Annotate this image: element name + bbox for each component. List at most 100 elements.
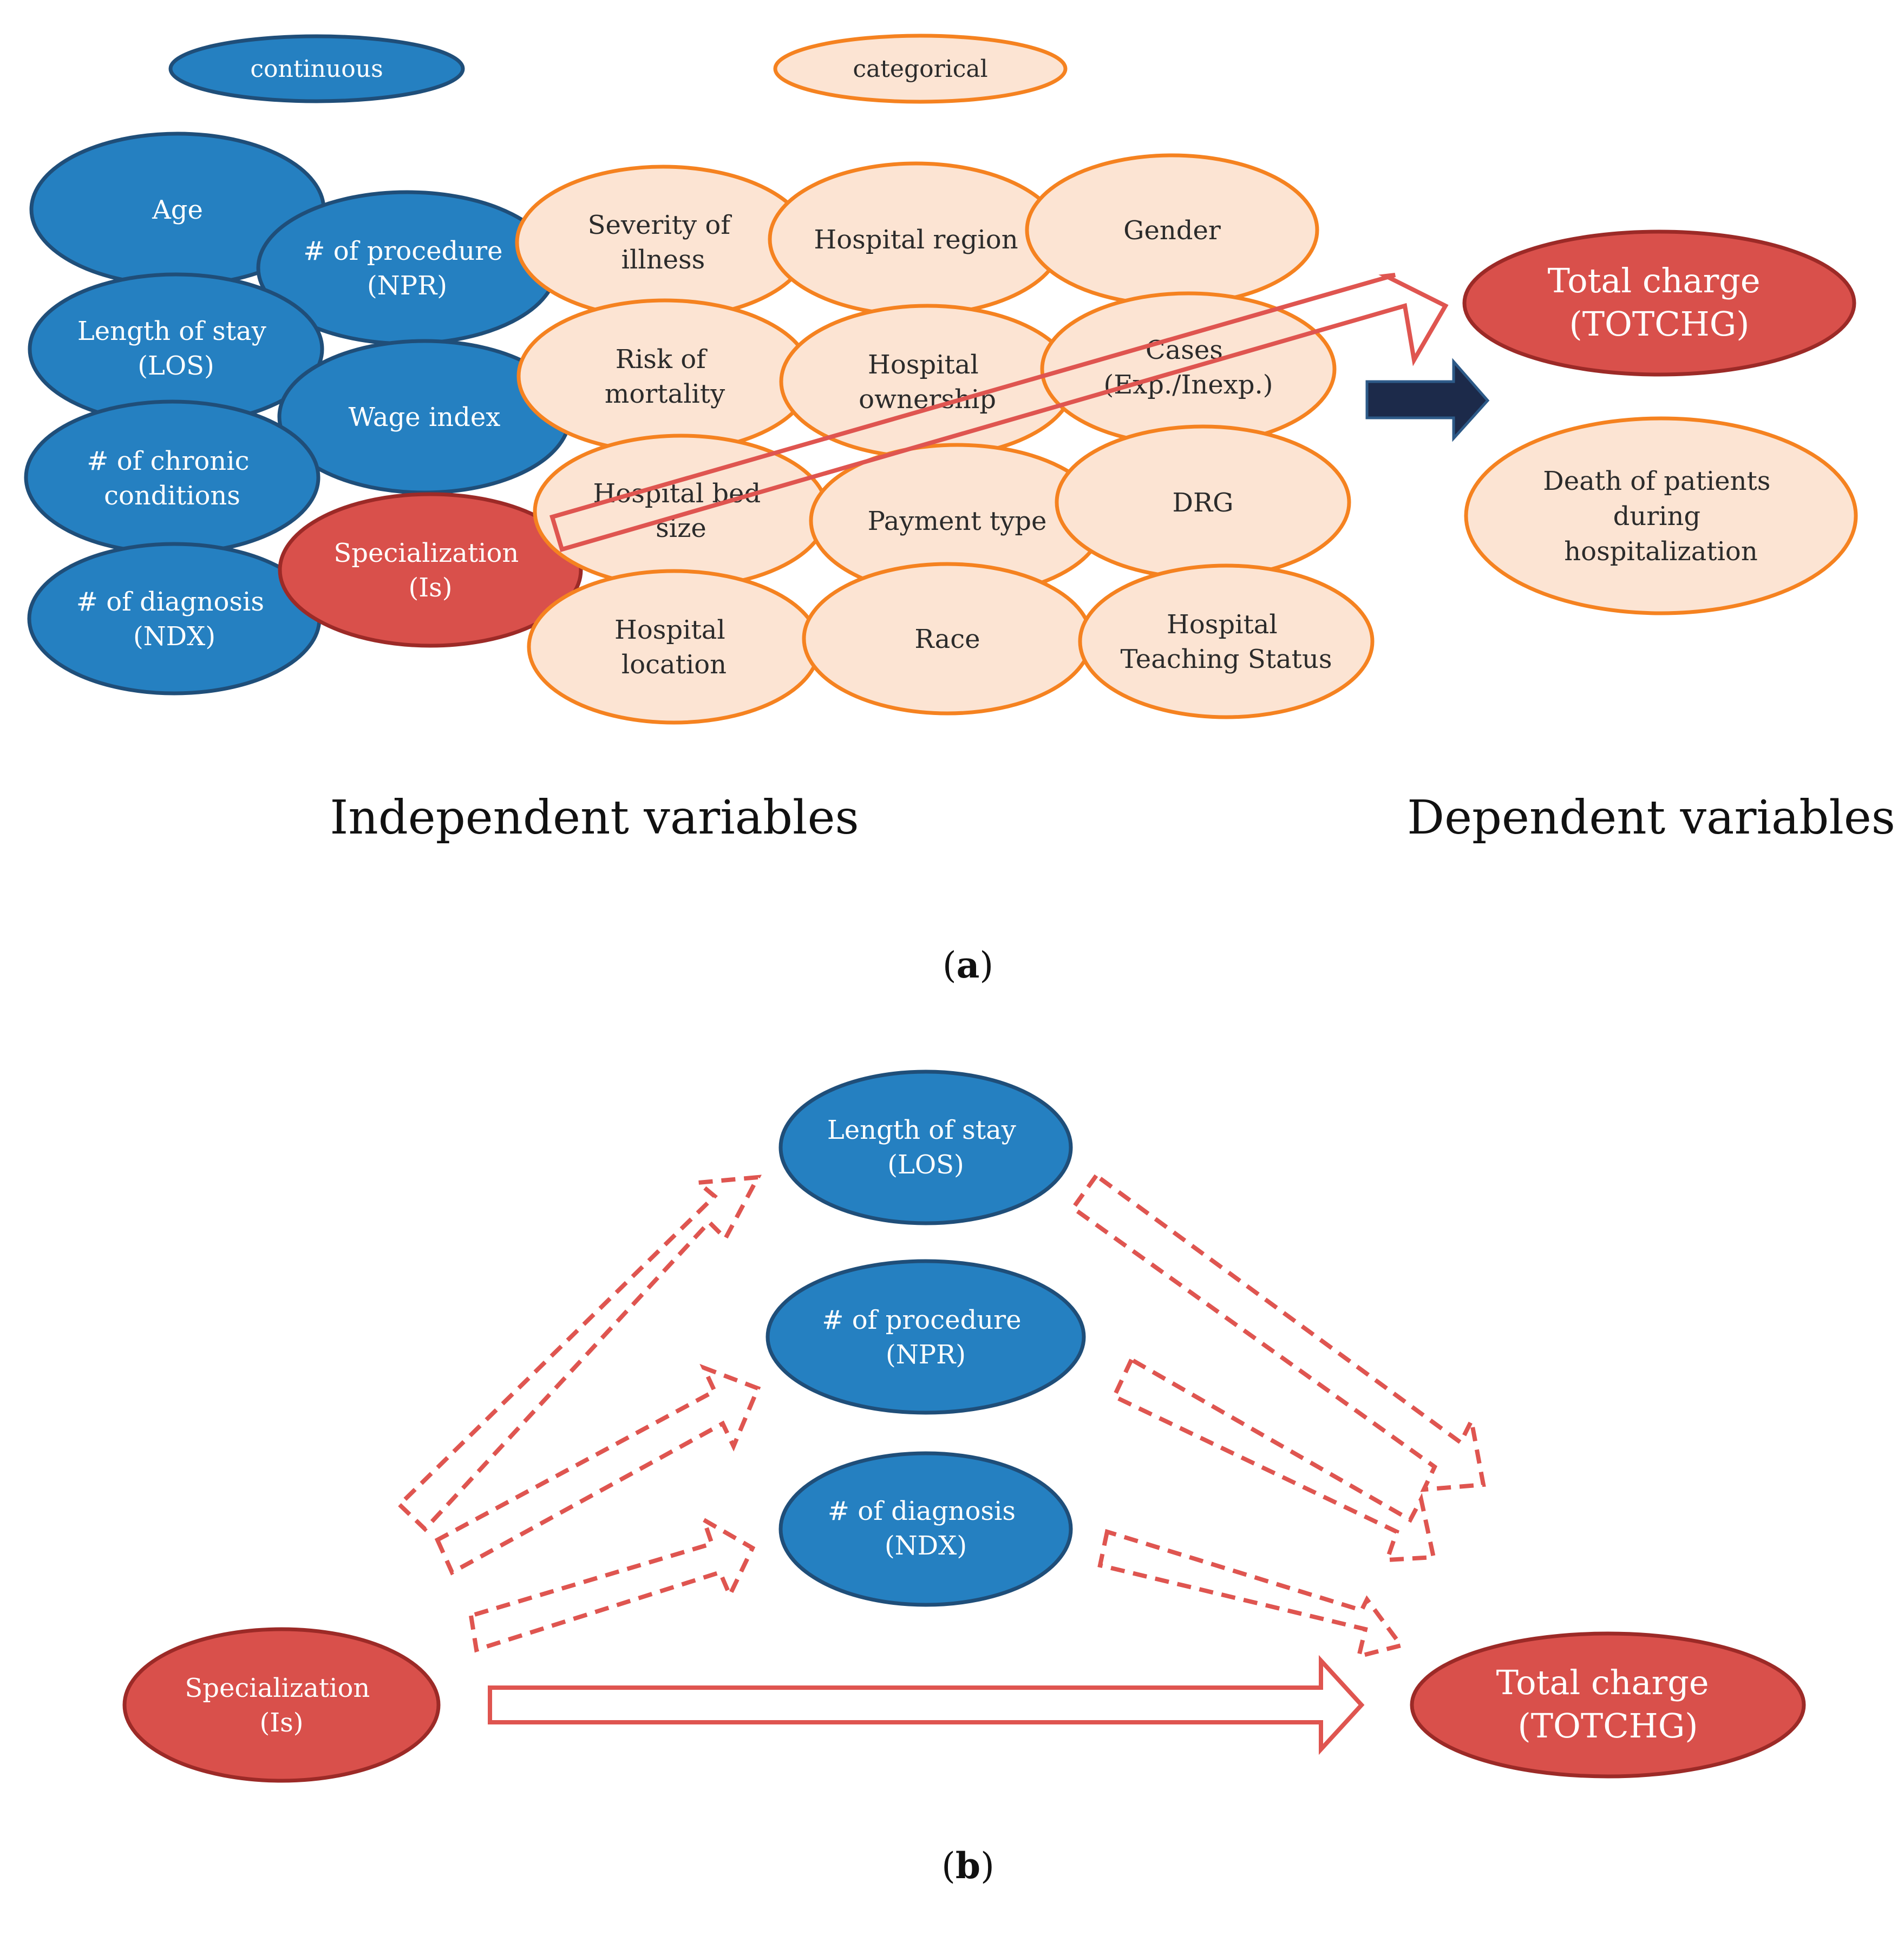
node-death-line-1: Death of patients [1543,466,1770,496]
node-wage-label: Wage index [349,402,501,432]
node-los-b-label: Length of stay (LOS) [827,1115,1024,1180]
node-severity-line-2: illness [621,245,705,275]
node-total-charge-b-line-2: (TOTCHG) [1518,1706,1698,1746]
panel-a-letter: a [957,944,980,986]
direct-effect-arrow [488,1655,1365,1755]
node-specialization-b-line-2: (Is) [259,1708,303,1738]
node-los-line-2: (LOS) [138,351,214,381]
dashed-arrow-is-to-los [396,1175,762,1532]
dashed-arrow-is-to-ndx [468,1515,756,1653]
panel-a-label: (a) [943,944,993,986]
node-teaching: Hospital Teaching Status [1078,563,1375,719]
node-risk-label: Risk of mortality [605,344,725,409]
node-chronic-line-1: # of chronic [87,446,249,476]
node-teaching-label: Hospital Teaching Status [1121,609,1332,674]
node-diagnosis-line-1: # of diagnosis [76,587,264,617]
panel-b-close: ) [980,1845,994,1887]
node-teaching-line-1: Hospital [1167,609,1278,640]
node-severity-line-1: Severity of [588,210,732,240]
node-total-charge-a-label: Total charge (TOTCHG) [1548,261,1771,344]
node-region-label: Hospital region [814,225,1018,255]
legend-continuous-label: continuous [250,55,383,83]
panel-a-close: ) [979,944,993,986]
node-ownership: Hospital ownership [779,304,1076,460]
node-location-line-1: Hospital [614,615,725,645]
node-location-label: Hospital location [614,615,734,680]
node-total-charge-b-line-1: Total charge [1496,1663,1709,1702]
node-los-line-1: Length of stay [77,316,266,346]
node-drg-label: DRG [1173,488,1234,518]
legend-categorical: categorical [773,34,1068,104]
node-npr-b-line-2: (NPR) [886,1340,966,1370]
specialization-to-total-charge-arrow [549,273,1449,552]
node-teaching-line-2: Teaching Status [1121,644,1332,674]
node-total-charge-a: Total charge (TOTCHG) [1462,229,1856,377]
node-payment-label: Payment type [868,506,1047,536]
node-los-label: Length of stay (LOS) [77,316,274,381]
node-severity: Severity of illness [515,165,812,320]
node-los-b-line-2: (LOS) [887,1150,964,1180]
node-death-line-2: during [1613,501,1701,532]
node-ownership-line-1: Hospital [868,350,979,380]
node-gender: Gender [1025,153,1319,307]
node-region: Hospital region [768,161,1064,317]
node-gender-label: Gender [1123,215,1221,246]
node-drg: DRG [1055,424,1351,580]
node-chronic-label: # of chronic conditions [87,446,257,511]
node-death-line-3: hospitalization [1564,536,1758,567]
node-diagnosis-line-2: (NDX) [133,621,215,652]
independent-variables-caption: Independent variables [330,791,859,845]
legend-continuous: continuous [168,34,465,103]
node-procedure: # of procedure (NPR) [256,190,558,346]
panel-b-letter: b [956,1845,980,1887]
node-procedure-label: # of procedure (NPR) [303,236,511,301]
node-ndx-b: # of diagnosis (NDX) [778,1451,1073,1607]
node-race-label: Race [914,624,980,654]
node-diagnosis-label: # of diagnosis (NDX) [76,587,273,652]
dashed-arrow-los-to-totchg [1070,1172,1486,1492]
node-los-b-line-1: Length of stay [827,1115,1016,1145]
node-ndx-b-label: # of diagnosis (NDX) [828,1496,1024,1561]
node-procedure-line-2: (NPR) [367,271,447,301]
dashed-arrow-is-to-npr [434,1363,761,1576]
node-death: Death of patients during hospitalization [1464,416,1858,615]
node-race: Race [802,562,1093,716]
node-risk-line-1: Risk of [616,344,708,375]
node-age-label: Age [152,195,203,225]
node-bedsize-line-2: size [656,513,706,543]
node-specialization-b-label: Specialization (Is) [185,1673,378,1738]
dependent-variables-caption: Dependent variables [1407,791,1895,845]
node-ndx-b-line-2: (NDX) [885,1531,967,1561]
node-specialization-a-line-2: (Is) [408,573,452,603]
node-death-label: Death of patients during hospitalization [1543,466,1778,567]
node-location: Hospital location [527,569,821,725]
node-risk: Risk of mortality [516,298,813,454]
node-los-b: Length of stay (LOS) [778,1070,1073,1225]
node-specialization-b-line-1: Specialization [185,1673,370,1703]
node-procedure-line-1: # of procedure [303,236,502,266]
node-total-charge-b-label: Total charge (TOTCHG) [1496,1663,1720,1746]
node-chronic: # of chronic conditions [24,399,320,555]
node-total-charge-b: Total charge (TOTCHG) [1410,1631,1806,1779]
node-npr-b-line-1: # of procedure [822,1305,1021,1335]
node-ndx-b-line-1: # of diagnosis [828,1496,1016,1526]
node-specialization-a: Specialization (Is) [278,492,583,648]
independent-to-dependent-arrow [1365,358,1490,442]
node-risk-line-2: mortality [605,379,725,409]
node-npr-b-label: # of procedure (NPR) [822,1305,1030,1370]
panel-a-open: ( [943,944,957,986]
node-specialization-a-label: Specialization (Is) [333,538,527,603]
node-los: Length of stay (LOS) [28,272,324,426]
dashed-arrow-ndx-to-totchg [1097,1529,1405,1659]
panel-b: Length of stay (LOS) # of procedure (NPR… [122,1070,1806,1887]
panel-b-open: ( [941,1845,956,1887]
panel-a: Age # of procedure (NPR) Length of stay … [24,132,1895,986]
legend: continuous categorical [168,34,1068,104]
dashed-arrow-npr-to-totchg [1111,1356,1436,1563]
node-diagnosis: # of diagnosis (NDX) [27,542,322,696]
node-severity-label: Severity of illness [588,210,739,275]
node-total-charge-a-line-2: (TOTCHG) [1569,304,1750,344]
node-chronic-line-2: conditions [104,481,240,511]
node-specialization-b: Specialization (Is) [122,1627,441,1783]
